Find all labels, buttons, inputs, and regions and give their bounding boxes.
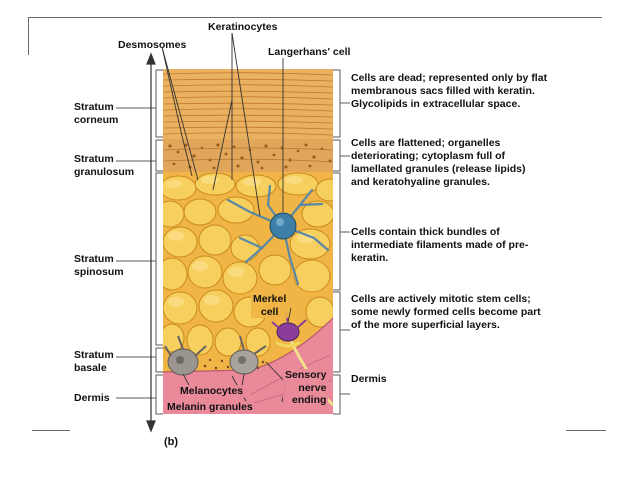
melanocytes-label: Melanocytes (179, 385, 245, 398)
depth-arrow (146, 52, 156, 433)
sensory-nerve-ending-label: Sensory nerve ending (283, 369, 329, 407)
epidermis-tissue (163, 69, 333, 414)
keratohyaline-granules (168, 143, 332, 170)
left-rule (28, 17, 29, 55)
langerhans-label: Langerhans' cell (268, 46, 351, 58)
bottom-rule-left (32, 430, 70, 431)
corneum-lines (163, 72, 333, 136)
merkel-cell-label: Merkel cell (251, 293, 289, 318)
merkel-cell (271, 311, 307, 348)
label-dermis: Dermis (74, 392, 110, 404)
keratinocytes-label: Keratinocytes (208, 21, 278, 33)
description-spinosum: Cells contain thick bundles of intermedi… (351, 226, 529, 264)
label-stratum-spinosum: Stratum spinosum (74, 253, 124, 278)
melanocytes (164, 335, 267, 376)
melanin-granules-dots (203, 358, 265, 370)
description-basale: Cells are actively mitotic stem cells; s… (351, 293, 541, 331)
description-dermis: Dermis (351, 373, 387, 385)
right-brackets (333, 69, 350, 415)
langerhans-cell-body (269, 212, 297, 240)
desmosomes-label: Desmosomes (118, 39, 187, 51)
leader-lines (161, 32, 292, 411)
keratinocyte-cells (163, 172, 333, 357)
bottom-rule-right (566, 430, 606, 431)
panel-label: (b) (164, 436, 178, 448)
label-stratum-granulosum: Stratum granulosum (74, 153, 135, 178)
description-granulosum: Cells are flattened; organelles deterior… (351, 137, 526, 188)
top-rule (28, 17, 602, 18)
label-stratum-basale: Stratum basale (74, 349, 114, 374)
label-stratum-corneum: Stratum corneum (74, 101, 119, 126)
description-corneum: Cells are dead; represented only by flat… (351, 72, 548, 110)
melanin-granules-label: Melanin granules (166, 401, 254, 414)
left-brackets (116, 69, 163, 415)
